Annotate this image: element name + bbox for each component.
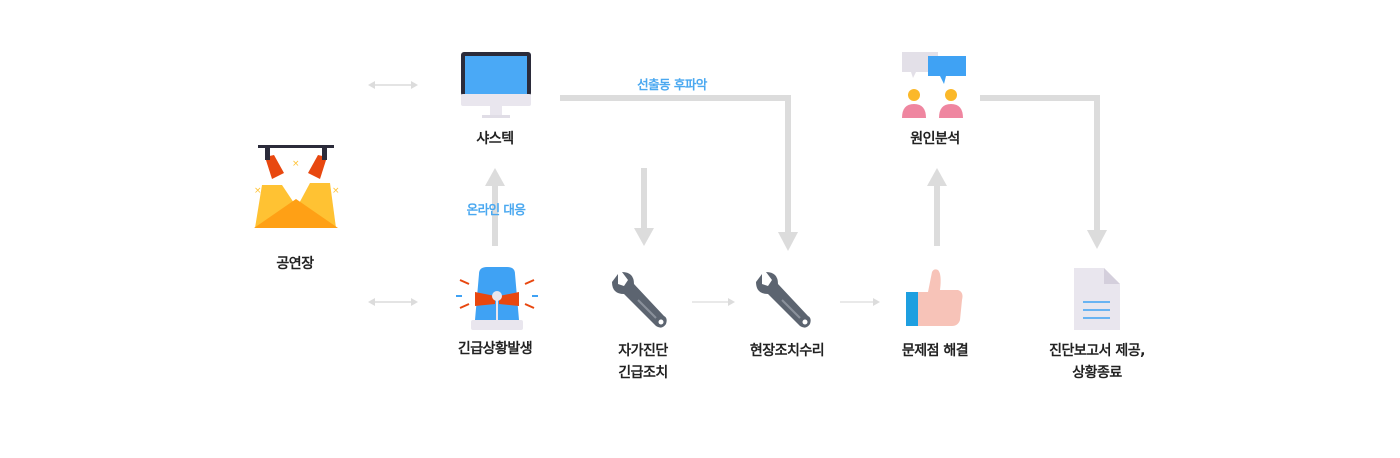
node-onsite-label: 현장조치수리: [749, 343, 825, 359]
edge-online-label: 온라인 대응: [466, 202, 526, 217]
arrow-to-report: [980, 95, 1107, 249]
double-arrow-top: [368, 81, 418, 89]
arrow-dispatch: [560, 95, 798, 251]
svg-text:×: ×: [332, 186, 340, 196]
node-resolved-label: 문제점 해결: [901, 343, 969, 359]
node-analysis-label: 원인분석: [910, 131, 960, 147]
wrench-icon: [756, 272, 811, 328]
report-line2: 상황종료: [1072, 365, 1122, 381]
node-venue-label: 공연장: [276, 256, 314, 272]
arrow-resolved-up: [927, 168, 947, 246]
arrow-onsite-to-resolved: [840, 298, 880, 306]
arrow-down-selfdiag: [634, 168, 654, 246]
node-report-label: 진단보고서 제공, 상황종료: [1049, 340, 1145, 384]
selfdiag-line1: 자가진단: [618, 343, 668, 359]
monitor-icon: [461, 52, 531, 118]
selfdiag-line2: 긴급조치: [618, 365, 668, 381]
discussion-icon: [902, 52, 966, 118]
report-line1: 진단보고서 제공,: [1049, 343, 1145, 359]
edge-dispatch-label: 선출동 후파악: [637, 77, 707, 92]
arrow-selfdiag-to-onsite: [692, 298, 735, 306]
node-system-label: 샤스텍: [476, 131, 514, 147]
stage-light-icon: × × ×: [254, 145, 340, 228]
wrench-icon: [612, 272, 667, 328]
svg-text:×: ×: [254, 186, 262, 196]
thumbs-up-icon: [906, 269, 963, 326]
svg-text:×: ×: [292, 159, 300, 169]
node-emergency-label: 긴급상황발생: [457, 341, 533, 357]
document-icon: [1074, 268, 1120, 330]
siren-icon: [456, 267, 538, 330]
arrow-online-up: [485, 168, 505, 246]
double-arrow-bottom: [368, 298, 418, 306]
